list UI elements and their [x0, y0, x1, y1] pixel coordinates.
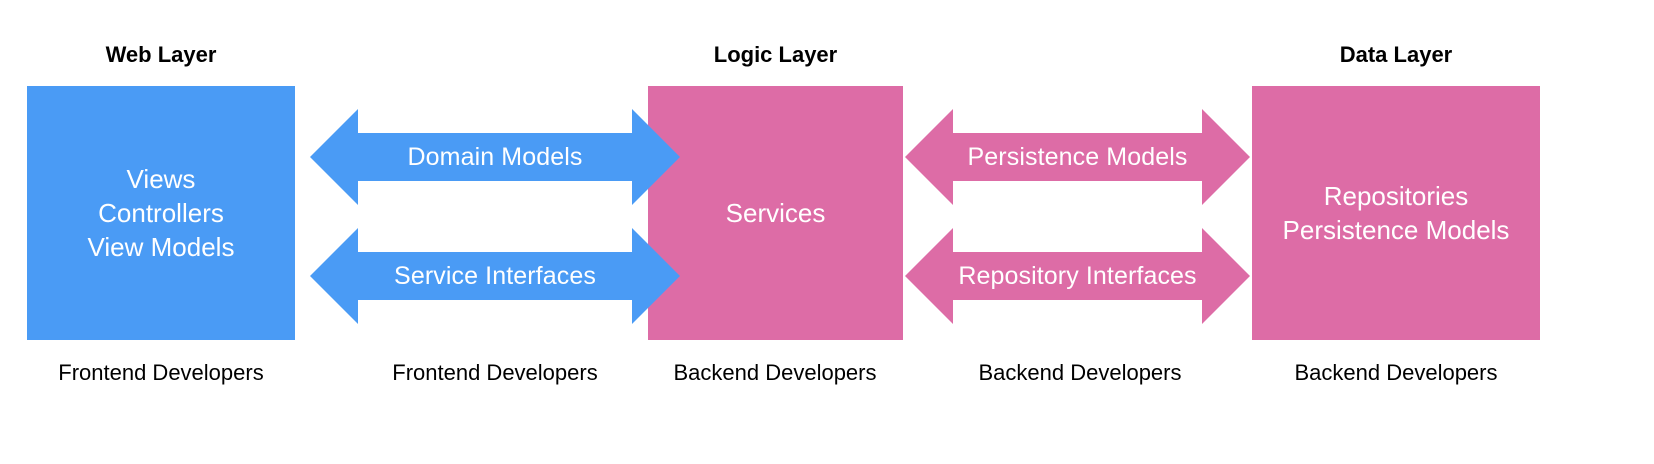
double-arrow-icon [310, 228, 680, 324]
double-arrow-icon [905, 228, 1250, 324]
header-logic-layer: Logic Layer [713, 42, 838, 67]
domain-models-arrow: Domain Models [310, 109, 680, 205]
persistence-models-arrow-label: Persistence Models [967, 142, 1188, 171]
header-data-layer: Data Layer [1339, 42, 1453, 67]
double-arrow-icon [310, 109, 680, 205]
web-layer-box-label: Views Controllers View Models [87, 164, 235, 262]
caption-web-logic-arrows: Frontend Developers [392, 360, 598, 385]
persistence-models-arrow: Persistence Models [905, 109, 1250, 205]
caption-web-layer: Frontend Developers [58, 360, 264, 385]
logic-layer-box: Services [648, 86, 903, 340]
repository-interfaces-arrow-label: Repository Interfaces [958, 261, 1197, 290]
service-interfaces-arrow-label: Service Interfaces [394, 261, 596, 290]
caption-data-layer: Backend Developers [1294, 360, 1498, 385]
caption-logic-data-arrows: Backend Developers [978, 360, 1182, 385]
data-layer-box-label: Repositories Persistence Models [1282, 181, 1510, 245]
repository-interfaces-arrow: Repository Interfaces [905, 228, 1250, 324]
web-layer-box: Views Controllers View Models [27, 86, 295, 340]
data-layer-box: Repositories Persistence Models [1252, 86, 1540, 340]
service-interfaces-arrow: Service Interfaces [310, 228, 680, 324]
caption-logic-layer: Backend Developers [673, 360, 877, 385]
logic-layer-box-label: Services [725, 198, 826, 228]
header-web-layer: Web Layer [105, 42, 217, 67]
domain-models-arrow-label: Domain Models [407, 142, 583, 171]
double-arrow-icon [905, 109, 1250, 205]
